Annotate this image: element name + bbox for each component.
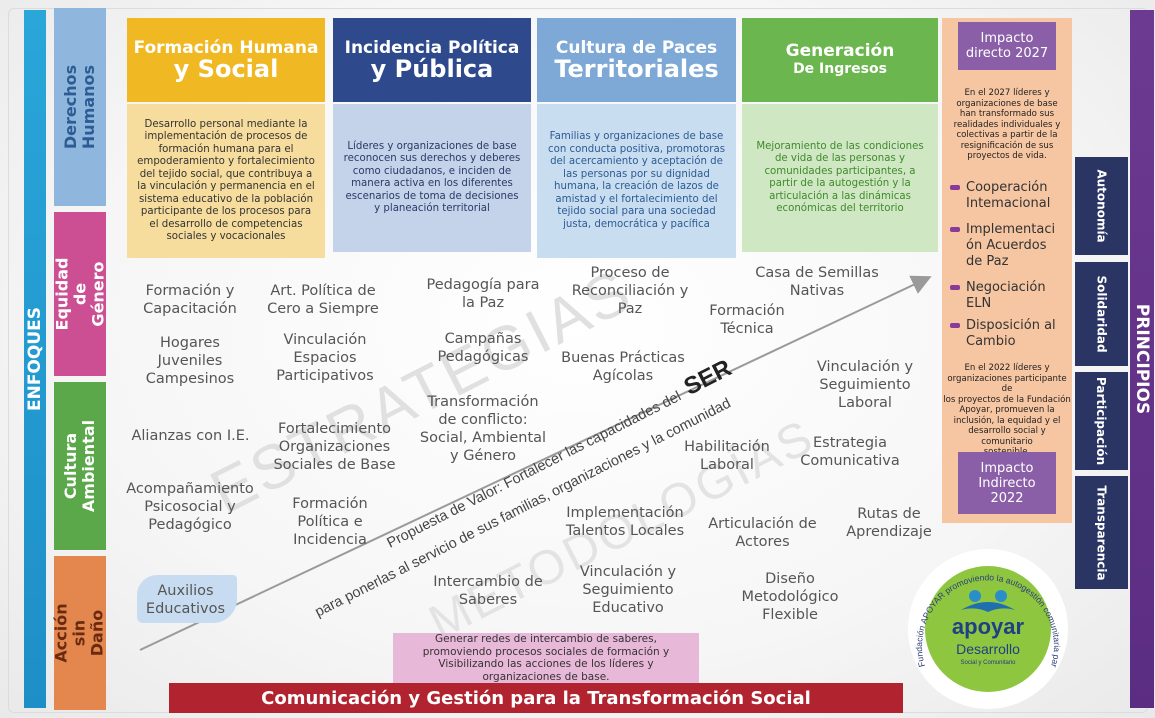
strategy-item: Pedagogía para la Paz (426, 277, 540, 311)
impact-driver-item: Negociación ELN (950, 280, 1070, 312)
principios-bar: PRINCIPIOS (1130, 10, 1154, 708)
pillar-description-incidencia: Líderes y organizaciones de base reconoc… (333, 104, 531, 252)
bullet-marker (950, 323, 960, 328)
logo-inner-circle (925, 566, 1051, 692)
strategy-item: Intercambio de Saberes (433, 574, 543, 608)
pillar-title-line2: Territoriales (554, 55, 719, 83)
pillar-description-text: Familias y organizaciones de base con co… (547, 131, 726, 230)
logo-subtitle: Desarrollo (956, 641, 1020, 657)
pillar-title-line1: Cultura de Paces (555, 38, 718, 58)
principle-autonomia: Autonomía (1075, 157, 1128, 255)
approach-equidad-genero: Equidad de Género (52, 212, 107, 376)
strategy-item: Casa de Semillas Nativas (755, 265, 879, 299)
approach-accion-sin-dano: Acción sin Daño (52, 556, 107, 710)
pillar-title-line2: De Ingresos (793, 61, 887, 77)
principios-label: PRINCIPIOS (1132, 303, 1153, 415)
strategy-item: Formación Técnica (709, 303, 785, 337)
strategy-item: Buenas Prácticas Agícolas (561, 350, 685, 384)
auxilios-highlight (137, 575, 237, 623)
network-note-text: Generar redes de intercambio de saberes,… (422, 633, 670, 683)
impact-driver-item: Disposición al Cambio (950, 318, 1070, 350)
impact-drivers-list: Cooperación Intemacional Implementaci ón… (950, 180, 1070, 350)
strategy-item: Alianzas con I.E. (131, 428, 250, 444)
approach-label: Acción sin Daño (52, 603, 107, 663)
principle-transparencia: Transparencia (1075, 476, 1128, 589)
strategy-item: Vinculación y Seguimiento Laboral (816, 359, 914, 411)
impact-direct-title: Impacto directo 2027 (958, 22, 1056, 70)
value-arrow (139, 275, 932, 651)
impact-indirect-text: En el 2022 líderes y organizaciones part… (943, 363, 1071, 457)
pillar-title-line1: Incidencia Política (344, 38, 520, 58)
value-proposition-ser: SER (680, 354, 736, 400)
impact-driver-label: Cooperación Intemacional (966, 180, 1051, 211)
pillar-title-line2: y Pública (370, 55, 494, 83)
strategy-item: Auxilios Educativos (145, 583, 226, 617)
pillar-header-generacion: Generación De Ingresos (742, 18, 938, 102)
impact-panel (942, 18, 1072, 523)
pillar-header-incidencia: Incidencia Política y Pública (333, 18, 531, 102)
strategy-item: Articulación de Actores (708, 516, 817, 550)
impact-indirect-title: Impacto Indirecto 2022 (958, 452, 1056, 514)
logo-name: apoyar (952, 614, 1025, 639)
principle-label: Participación (1094, 376, 1109, 466)
logo-subtitle-small: Social y Comunitario (960, 660, 1016, 666)
apoyar-logo: Fundación APOYAR promoviendo la autogest… (905, 546, 1068, 709)
bottom-banner-text: Comunicación y Gestión para la Transform… (261, 687, 811, 709)
pillar-description-text: Desarrollo personal mediante la implemen… (137, 118, 315, 243)
pillar-description-text: Líderes y organizaciones de base reconoc… (343, 140, 521, 215)
strategy-item: Formación Política e Incidencia (292, 496, 368, 548)
approach-label: Equidad de Género (52, 257, 107, 331)
approach-cultura-ambiental: Cultura Ambiental (54, 382, 106, 550)
bullet-marker (950, 185, 960, 190)
strategy-item: Campañas Pedagógicas (437, 331, 529, 365)
principle-label: Transparencia (1094, 484, 1109, 581)
strategy-item: Hogares Juveniles Campesinos (145, 335, 235, 387)
pillar-header-cultura: Cultura de Paces Territoriales (537, 18, 736, 102)
pillar-description-formacion: Desarrollo personal mediante la implemen… (127, 104, 325, 258)
approach-derechos-humanos: Derechos Humanos (54, 8, 106, 206)
bullet-marker (950, 227, 960, 232)
strategy-item: Transformación de conflicto: Social, Amb… (419, 394, 547, 464)
principle-label: Solidaridad (1094, 275, 1109, 353)
approach-label: Cultura Ambiental (61, 419, 99, 513)
strategy-item: Fortalecimiento Organizaciones Sociales … (273, 421, 396, 473)
strategy-item: Formación y Capacitación (143, 283, 237, 317)
strategy-item: Proceso de Reconciliación y Paz (571, 265, 689, 317)
pillar-description-cultura: Familias y organizaciones de base con co… (537, 104, 736, 258)
impact-direct-text: En el 2027 líderes y organizaciones de b… (953, 88, 1061, 161)
logo-arms-icon (961, 602, 1015, 612)
strategy-item: Vinculación Espacios Participativos (276, 332, 374, 384)
principle-solidaridad: Solidaridad (1075, 262, 1128, 366)
strategy-item: Implementación Talentos Locales (565, 505, 685, 539)
strategy-item: Vinculación y Seguimiento Educativo (579, 564, 677, 616)
principle-participacion: Participación (1075, 372, 1128, 470)
impact-driver-item: Cooperación Intemacional (950, 180, 1070, 212)
principle-label: Autonomía (1094, 169, 1109, 243)
logo-person-icon (995, 590, 1007, 602)
strategy-item: Acompañamiento Psicosocial y Pedagógico (126, 481, 254, 533)
impact-driver-label: Disposición al Cambio (966, 318, 1056, 349)
logo-person-icon (969, 590, 981, 602)
strategy-item: Habilitación Laboral (684, 439, 770, 473)
network-note: Generar redes de intercambio de saberes,… (393, 633, 699, 683)
strategy-item: Diseño Metodológico Flexible (741, 571, 839, 623)
impact-driver-label: Implementaci ón Acuerdos de Paz (966, 222, 1056, 269)
impact-driver-item: Implementaci ón Acuerdos de Paz (950, 222, 1070, 270)
pillar-title-line2: y Social (173, 55, 279, 83)
strategy-item: Art. Política de Cero a Siempre (267, 283, 379, 317)
pillar-description-text: Mejoramiento de las condiciones de vida … (756, 140, 924, 215)
impact-driver-label: Negociación ELN (966, 280, 1046, 311)
bottom-banner: Comunicación y Gestión para la Transform… (169, 683, 903, 713)
enfoques-bar: ENFOQUES (24, 10, 46, 708)
strategy-item: Rutas de Aprendizaje (846, 506, 932, 540)
pillar-description-generacion: Mejoramiento de las condiciones de vida … (742, 104, 938, 252)
pillar-header-formacion: Formación Humana y Social (127, 18, 325, 102)
pillar-title-line1: Generación (785, 41, 895, 61)
strategy-item: Estrategia Comunicativa (800, 435, 900, 469)
pillar-title-line1: Formación Humana (133, 38, 319, 58)
bullet-marker (950, 285, 960, 290)
enfoques-label: ENFOQUES (25, 306, 45, 412)
approach-label: Derechos Humanos (61, 64, 99, 150)
